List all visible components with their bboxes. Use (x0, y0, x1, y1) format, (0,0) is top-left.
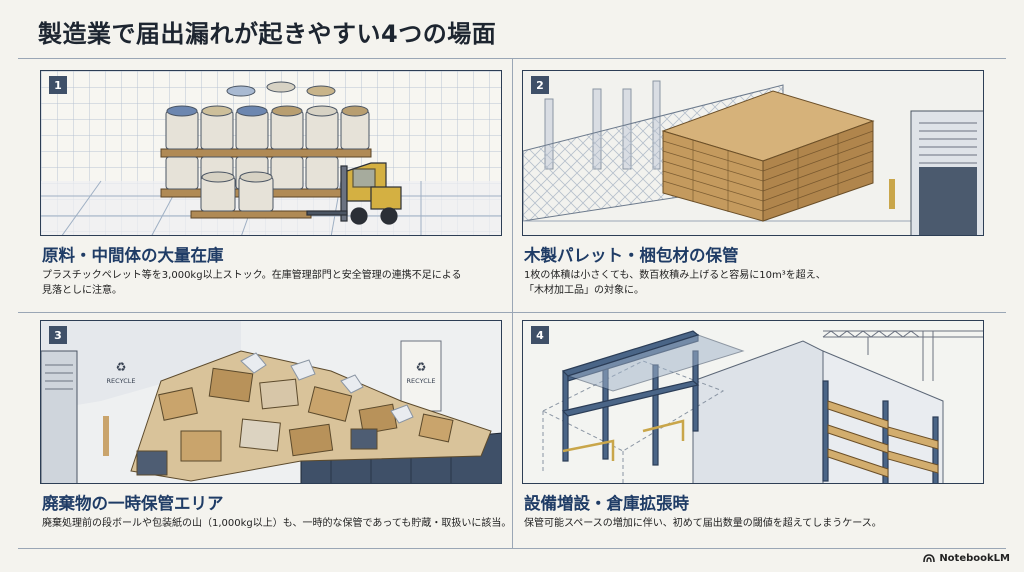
recycle-sign-text: RECYCLE (107, 377, 136, 385)
notebooklm-brand: NotebookLM (923, 553, 1010, 564)
panel-1-illustration: 1 (40, 70, 502, 236)
panel-description: 保管可能スペースの増加に伴い、初めて届出数量の閾値を超えてしまうケース。 (524, 516, 994, 531)
recycle-sign-text: RECYCLE (407, 377, 436, 385)
frame-line-vertical (512, 58, 513, 548)
frame-line-bottom (18, 548, 1006, 549)
panel-heading: 原料・中間体の大量在庫 (42, 246, 224, 265)
panel-description-line: プラスチックペレット等を3,000kg以上ストック。在庫管理部門と安全管理の連携… (42, 270, 462, 281)
wooden-pallet-stack-illustration (523, 71, 983, 235)
panel-number-badge: 4 (531, 326, 549, 344)
panel-number-badge: 1 (49, 76, 67, 94)
panel-description-line: 保管可能スペースの増加に伴い、初めて届出数量の閾値を超えてしまうケース。 (524, 518, 882, 529)
panel-number-badge: 2 (531, 76, 549, 94)
page-title: 製造業で届出漏れが起きやすい4つの場面 (38, 20, 497, 48)
panel-description: 1枚の体積は小さくても、数百枚積み上げると容易に10m³を超え、 「木材加工品」… (524, 268, 994, 298)
panel-description: 廃棄処理前の段ボールや包装紙の山（1,000kg以上）も、一時的な保管であっても… (42, 516, 512, 531)
panel-2-illustration: 2 (522, 70, 984, 236)
forklift-bulk-bags-illustration (41, 71, 501, 235)
notebooklm-logo-icon (923, 554, 936, 563)
recycle-icon: ♻ (416, 360, 427, 374)
panel-heading: 廃棄物の一時保管エリア (42, 494, 224, 513)
panel-description-line: 「木材加工品」の対象に。 (524, 285, 644, 296)
panel-description-line: 廃棄処理前の段ボールや包装紙の山（1,000kg以上）も、一時的な保管であっても… (42, 518, 512, 529)
waste-pile-illustration: RECYCLE ♻ RECYCLE ♻ (41, 321, 501, 483)
panel-description-line: 見落としに注意。 (42, 285, 122, 296)
panel-description-line: 1枚の体積は小さくても、数百枚積み上げると容易に10m³を超え、 (524, 270, 826, 281)
panel-number-badge: 3 (49, 326, 67, 344)
brand-label: NotebookLM (939, 553, 1010, 564)
panel-heading: 設備増設・倉庫拡張時 (524, 494, 689, 513)
panel-heading: 木製パレット・梱包材の保管 (524, 246, 739, 265)
recycle-icon: ♻ (116, 360, 127, 374)
warehouse-expansion-illustration (523, 321, 983, 483)
panel-3-illustration: 3 RECYCLE ♻ RECYCLE ♻ (40, 320, 502, 484)
panel-description: プラスチックペレット等を3,000kg以上ストック。在庫管理部門と安全管理の連携… (42, 268, 512, 298)
panel-4-illustration: 4 (522, 320, 984, 484)
